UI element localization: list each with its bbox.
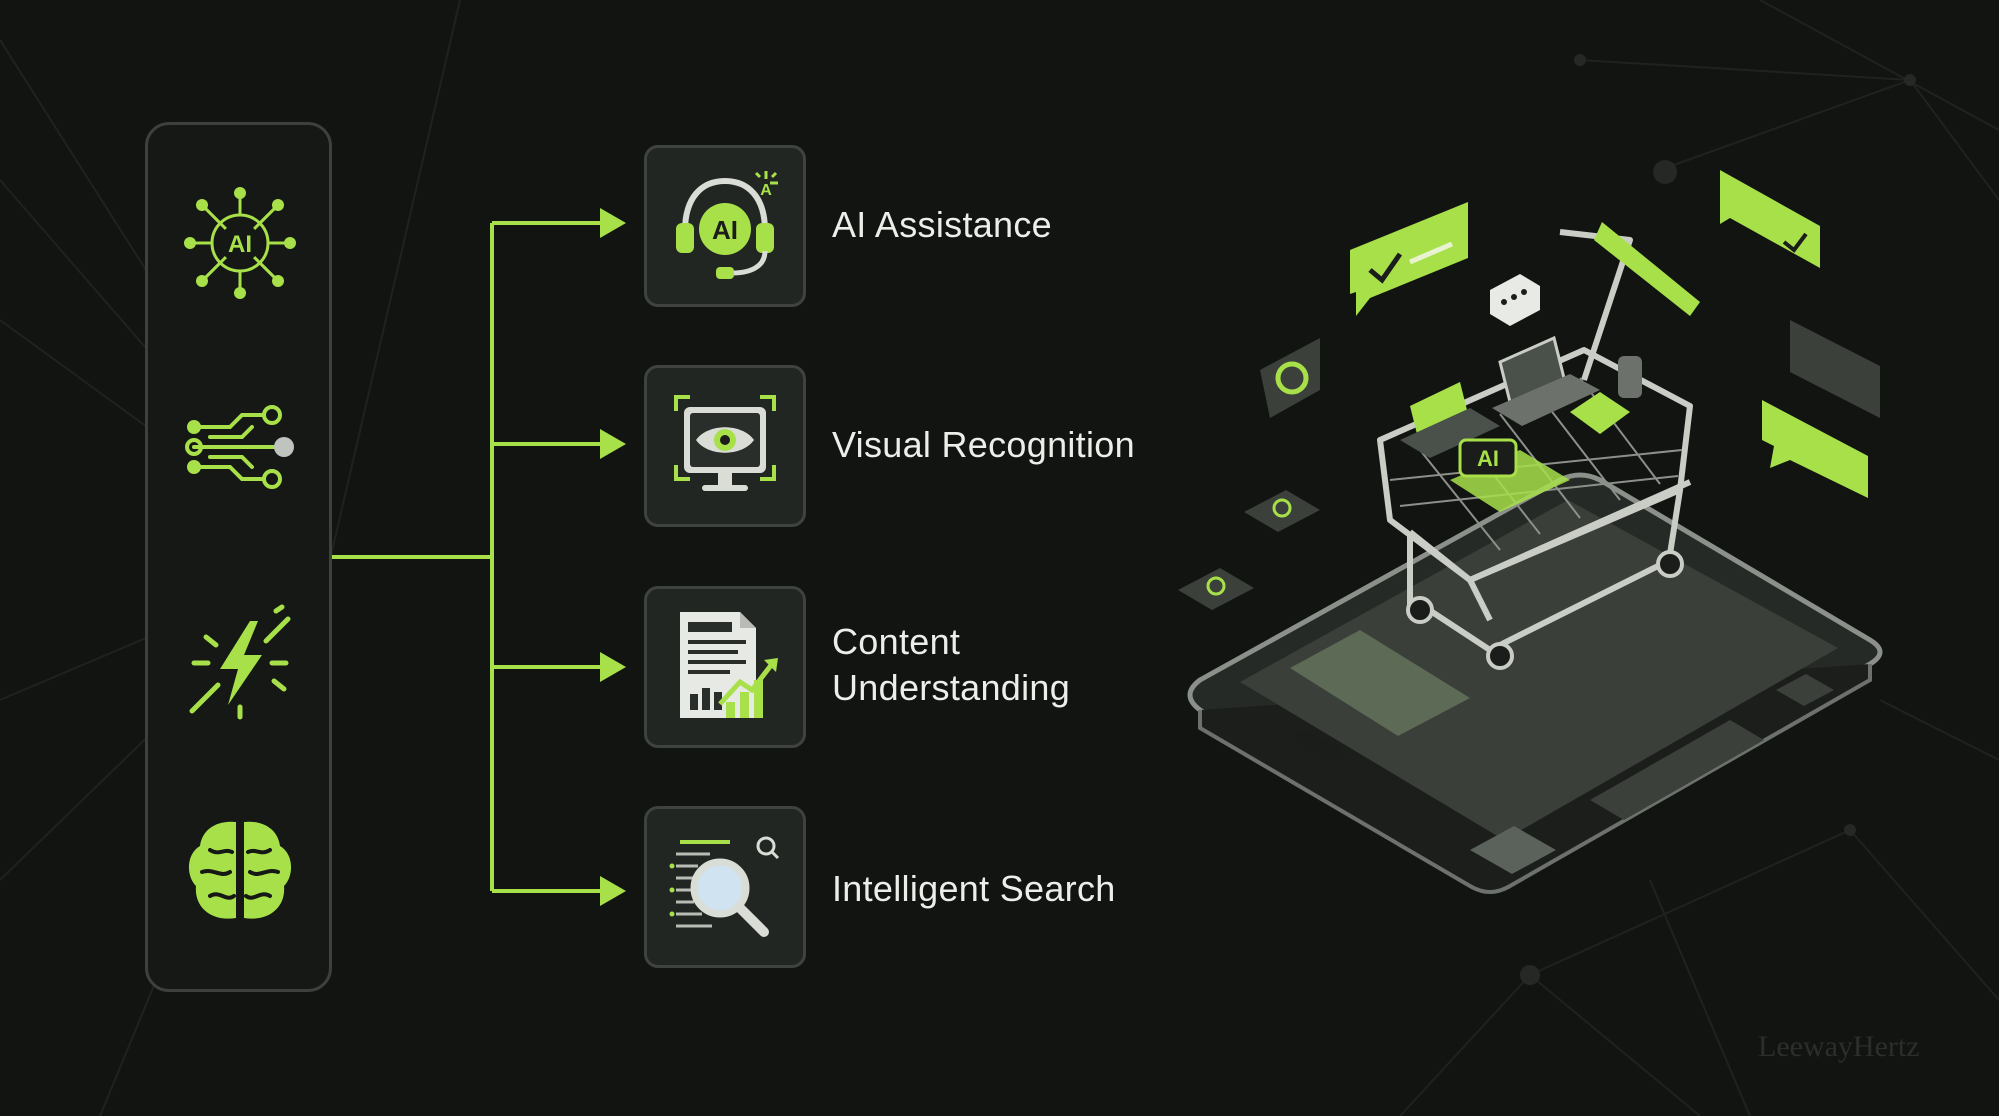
label-line: Content — [832, 621, 961, 662]
ai-network-icon: AI — [184, 187, 296, 299]
label-line: Intelligent Search — [832, 868, 1116, 909]
label-line: Visual Recognition — [832, 424, 1135, 465]
eye-monitor-icon — [674, 395, 776, 491]
feature-label-intelligent-search: Intelligent Search — [832, 866, 1116, 912]
feature-tile-intelligent-search — [644, 806, 806, 968]
document-chart-icon — [680, 612, 778, 718]
feature-label-content-understanding: Content Understanding — [832, 619, 1070, 711]
svg-text:AI: AI — [228, 231, 252, 258]
svg-text:AI: AI — [712, 215, 738, 245]
label-line: Understanding — [832, 667, 1071, 708]
left-icon-panel: AI — [145, 122, 332, 992]
brain-icon — [188, 821, 292, 919]
feature-label-ai-assistance: AI Assistance — [832, 202, 1052, 248]
feature-tile-ai-assistance: AI A — [644, 145, 806, 307]
feature-tile-visual-recognition — [644, 365, 806, 527]
label-line: AI Assistance — [832, 204, 1053, 245]
magnifier-list-icon — [669, 836, 780, 937]
feature-label-visual-recognition: Visual Recognition — [832, 422, 1135, 468]
svg-text:A: A — [760, 182, 772, 199]
ai-headset-icon: AI A — [676, 171, 778, 279]
lightning-icon — [189, 604, 291, 720]
feature-tile-content-understanding — [644, 586, 806, 748]
ai-badge-text: AI — [1477, 446, 1499, 471]
phone-shopping-cart-illustration: AI — [1178, 170, 1883, 894]
watermark: LeewayHertz — [1758, 1030, 1920, 1063]
circuit-icon — [185, 405, 294, 489]
